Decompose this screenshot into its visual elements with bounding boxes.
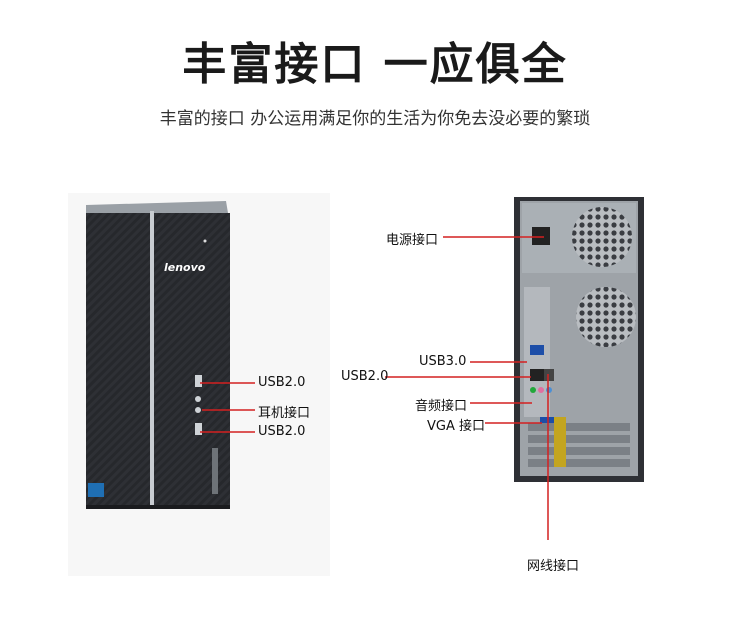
headphone-jack [195, 407, 201, 413]
lenovo-logo: lenovo [164, 261, 206, 274]
audio-out-jack [530, 387, 536, 393]
front-usb-top-port [195, 375, 202, 387]
rear-vga-label: VGA 接口 [427, 419, 485, 434]
rear-pc-illustration [514, 197, 644, 482]
psu-fan-grille [572, 207, 632, 267]
front-usb-bottom-port [195, 423, 202, 435]
case-fan-grille [576, 287, 636, 347]
lan-port [544, 369, 554, 381]
rear-pc-photo [514, 197, 644, 482]
usb2-ports [530, 369, 544, 381]
rear-usb2-label: USB2.0 [341, 369, 389, 384]
usb3-ports [530, 345, 544, 355]
power-socket [532, 227, 550, 245]
rear-power-label: 电源接口 [386, 233, 439, 248]
mic-jack [195, 396, 201, 402]
front-pc-photo: lenovo [68, 193, 330, 576]
audio-mic-jack [538, 387, 544, 393]
front-usb-top-label: USB2.0 [258, 375, 306, 390]
rear-lan-label: 网线接口 [527, 559, 580, 574]
page-subtitle: 丰富的接口 办公运用满足你的生活为你免去没必要的繁琐 [159, 109, 591, 129]
page-title: 丰富接口 一应俱全 [182, 39, 568, 90]
front-headphone-label: 耳机接口 [258, 406, 311, 421]
rear-audio-label: 音频接口 [415, 399, 468, 414]
front-pc-illustration: lenovo [86, 201, 230, 509]
rear-usb3-label: USB3.0 [419, 354, 467, 369]
front-usb-bottom-label: USB2.0 [258, 424, 306, 439]
